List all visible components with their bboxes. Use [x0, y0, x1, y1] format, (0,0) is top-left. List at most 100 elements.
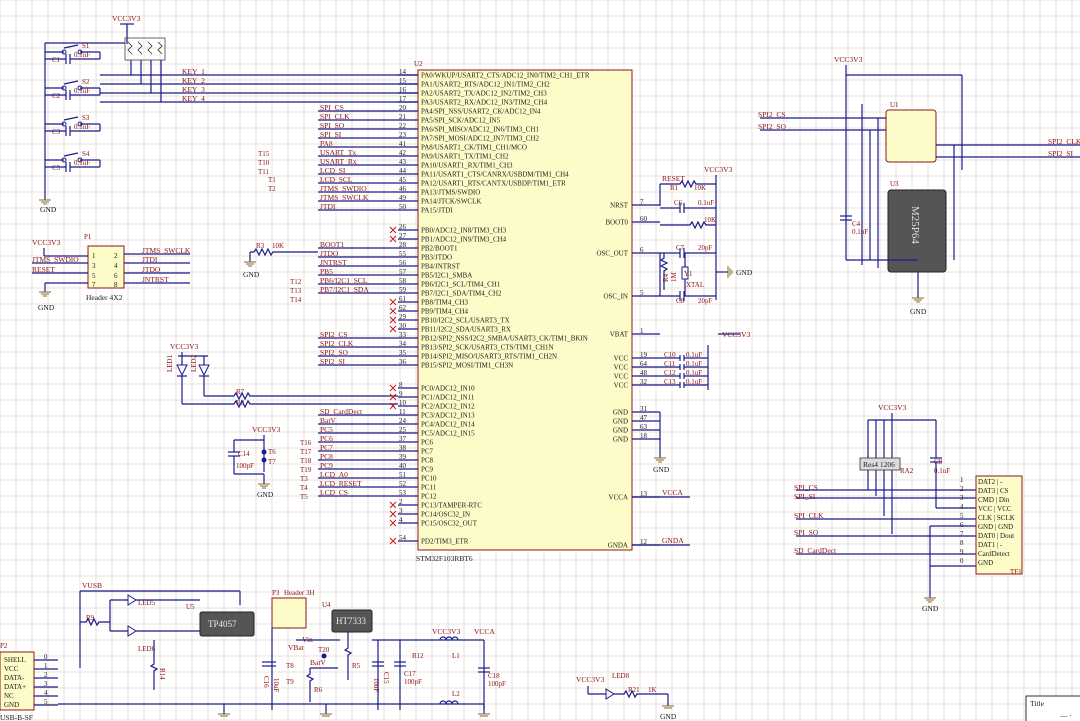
svg-text:LED1: LED1 [166, 354, 174, 372]
sdcard-tf1-body[interactable] [975, 475, 1023, 575]
pin-number: 9 [399, 390, 403, 398]
svg-text:SD_CardDect: SD_CardDect [794, 546, 837, 555]
flash-u3-body[interactable] [887, 189, 947, 273]
pin-number: 25 [399, 426, 407, 434]
net-label: JTDO [320, 249, 339, 258]
pin-number: 8 [399, 381, 403, 389]
pin-number: 31 [640, 405, 648, 413]
net-label: JTMS_SWCLK [320, 193, 369, 202]
pin-number: 41 [399, 140, 407, 148]
header-p3-body[interactable] [271, 597, 307, 629]
pin-number: 59 [399, 286, 407, 294]
pin-name: VCC [614, 373, 629, 381]
svg-text:VCC3V3: VCC3V3 [878, 403, 907, 412]
mcu-body[interactable] [417, 69, 633, 551]
svg-text:U4: U4 [322, 601, 331, 609]
pin-number: 53 [399, 489, 407, 497]
ldo-u4-body[interactable] [331, 609, 373, 633]
usb-body[interactable] [0, 651, 35, 711]
charger-u5-body[interactable] [199, 611, 255, 637]
pin-number: 42 [399, 149, 407, 157]
svg-text:T2: T2 [268, 185, 276, 193]
pin-number: 50 [399, 203, 407, 211]
pin-name: PD2/TIM3_ETR [421, 538, 469, 546]
title-block: Title — · [1025, 695, 1080, 721]
pin-number: 18 [640, 432, 648, 440]
svg-text:GNDA: GNDA [662, 536, 684, 545]
svg-text:JTDI: JTDI [142, 255, 158, 264]
svg-text:100pF: 100pF [404, 678, 422, 686]
pin-name: PA15/JTDI [421, 207, 453, 215]
p1-body[interactable] [87, 245, 125, 289]
ra2-body[interactable] [859, 457, 901, 471]
flash-u1-body[interactable] [885, 109, 937, 163]
pin-number: 7 [640, 198, 644, 206]
svg-text:USB-B-SF: USB-B-SF [0, 713, 33, 721]
svg-text:RA2: RA2 [900, 467, 914, 475]
pin-name: PA5/SPI_SCK/ADC12_IN5 [421, 117, 501, 125]
